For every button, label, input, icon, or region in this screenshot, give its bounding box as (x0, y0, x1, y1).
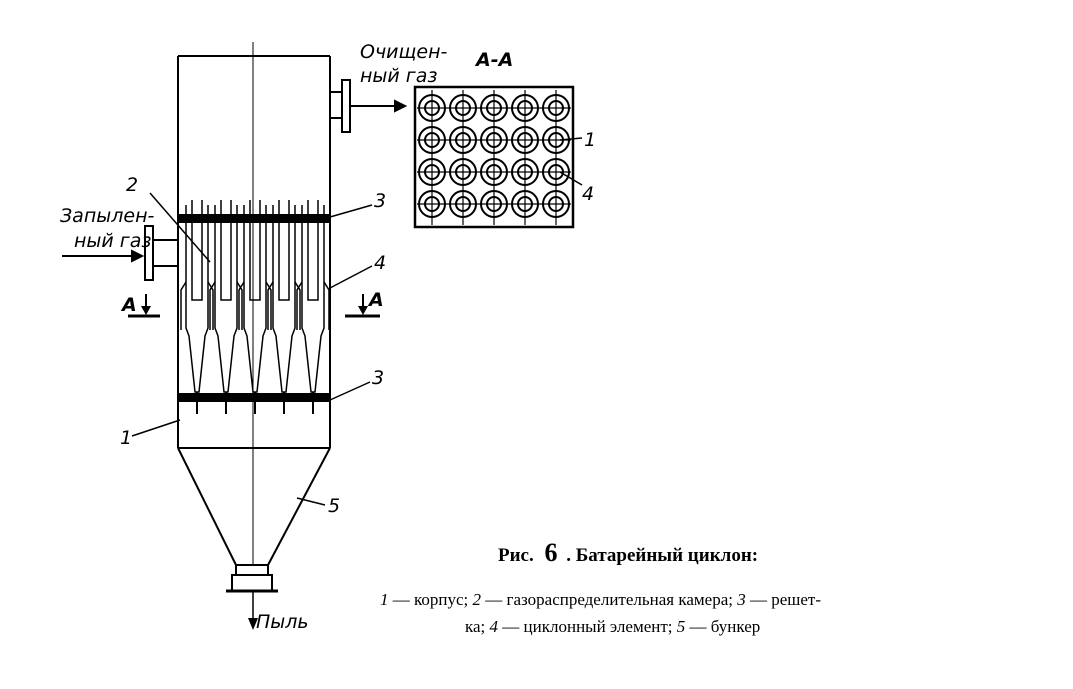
dust-outlet-arrow (248, 591, 258, 630)
caption-item-number: 2 (473, 590, 482, 609)
cyclone-elements (180, 200, 330, 414)
figure-caption-line2: ка; 4 — циклонный элемент; 5 — бункер (465, 617, 760, 636)
section-mark-right-label: А (367, 289, 384, 311)
cyclone-element (238, 200, 272, 414)
plan-callout-element: 4 (582, 183, 594, 205)
caption-item-number: 1 (380, 590, 389, 609)
dusty-gas-inlet (62, 225, 179, 281)
cyclone-element (267, 200, 301, 414)
bunker-cone (177, 447, 331, 593)
clean-gas-label-line1: Очищен- (360, 41, 448, 63)
dusty-gas-label-line1: Запылен- (60, 205, 155, 227)
cyclone-element (180, 200, 214, 414)
caption-item-text: — бункер (685, 617, 760, 636)
caption-title-text: . Батарейный циклон: (566, 545, 758, 566)
section-mark-right (345, 294, 380, 318)
cyclone-element (209, 200, 243, 414)
callout-leaders (131, 192, 373, 506)
cyclone-element (296, 200, 330, 414)
caption-item-number: 4 (490, 617, 499, 636)
callout-grid-top: 3 (374, 190, 386, 212)
callout-element: 4 (374, 252, 386, 274)
caption-item-text: — газораспределительная камера; (481, 590, 737, 609)
caption-item-number: 3 (736, 590, 746, 609)
figure-caption-line1: 1 — корпус; 2 — газораспределительная ка… (380, 590, 821, 609)
caption-prefix: Рис. (498, 545, 534, 566)
caption-item-text: ка; (465, 617, 490, 636)
dust-label: Пыль (256, 611, 309, 633)
callout-bunker: 5 (328, 495, 340, 517)
caption-item-text: — решет- (746, 590, 822, 609)
dusty-gas-label-line2: ный газ (74, 230, 152, 252)
callout-grid-bottom: 3 (372, 367, 384, 389)
top-grid-plate (178, 214, 330, 223)
plan-callout-body: 1 (584, 129, 596, 151)
clean-gas-label-line2: ный газ (360, 65, 438, 87)
clean-gas-outlet (329, 79, 408, 133)
section-title: А-А (474, 49, 513, 71)
section-mark-left (128, 294, 160, 318)
section-mark-left-label: А (120, 294, 137, 316)
caption-figure-number: 6 (545, 538, 558, 567)
callout-body: 1 (120, 427, 132, 449)
caption-item-number: 5 (677, 617, 686, 636)
callout-chamber: 2 (126, 174, 138, 196)
caption-item-text: — корпус; (389, 590, 473, 609)
plan-callout-leaders (559, 137, 583, 186)
plan-view-grid (417, 90, 571, 225)
caption-item-text: — циклонный элемент; (498, 617, 677, 636)
figure-caption-title: Рис. 6 . Батарейный циклон: (498, 538, 758, 567)
